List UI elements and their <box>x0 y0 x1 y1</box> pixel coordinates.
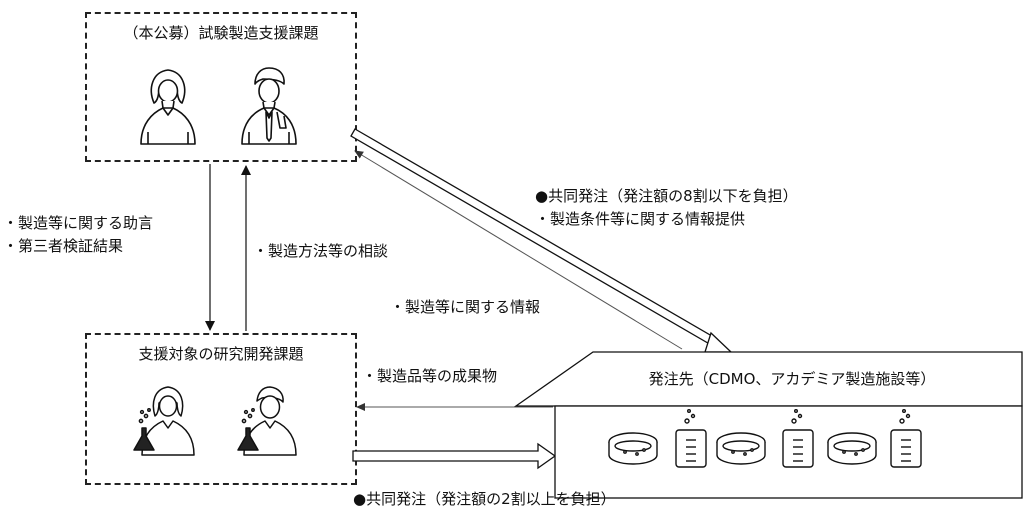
top-box: （本公募）試験製造支援課題 <box>85 12 357 162</box>
facility-title: 発注先（CDMO、アカデミア製造施設等） <box>648 370 936 388</box>
manufacturing-conditions-label: ・製造条件等に関する情報提供 <box>535 210 746 228</box>
consult-label: ・製造方法等の相談 <box>253 242 389 260</box>
deliverables-label: ・製造品等の成果物 <box>362 367 498 385</box>
joint-order-bottom-arrow <box>352 442 557 470</box>
man-scientist-icon <box>237 386 297 456</box>
petri-dish-icon <box>827 432 877 465</box>
beaker-icon <box>782 409 814 468</box>
bottom-box-title: 支援対象の研究開発課題 <box>138 345 304 363</box>
petri-dish-icon <box>716 432 766 465</box>
advice-label-1: ・製造等に関する助言 <box>3 214 154 232</box>
woman-scientist-icon <box>133 386 195 456</box>
joint-order-bottom-label: ●共同発注（発注額の2割以上を負担） <box>353 490 616 508</box>
top-box-title: （本公募）試験製造支援課題 <box>123 24 319 42</box>
manufacturing-info-arrow <box>354 150 683 350</box>
beaker-icon <box>675 409 707 468</box>
joint-order-top-arrow <box>350 128 733 353</box>
woman-icon <box>140 69 196 145</box>
advice-label-2: ・第三者検証結果 <box>3 237 124 255</box>
beaker-icon <box>890 409 922 468</box>
bottom-box: 支援対象の研究開発課題 <box>85 333 357 485</box>
petri-dish-icon <box>608 432 658 465</box>
man-icon <box>241 67 297 145</box>
manufacturing-info-label: ・製造等に関する情報 <box>390 298 541 316</box>
joint-order-top-label: ●共同発注（発注額の8割以下を負担） <box>535 187 798 205</box>
